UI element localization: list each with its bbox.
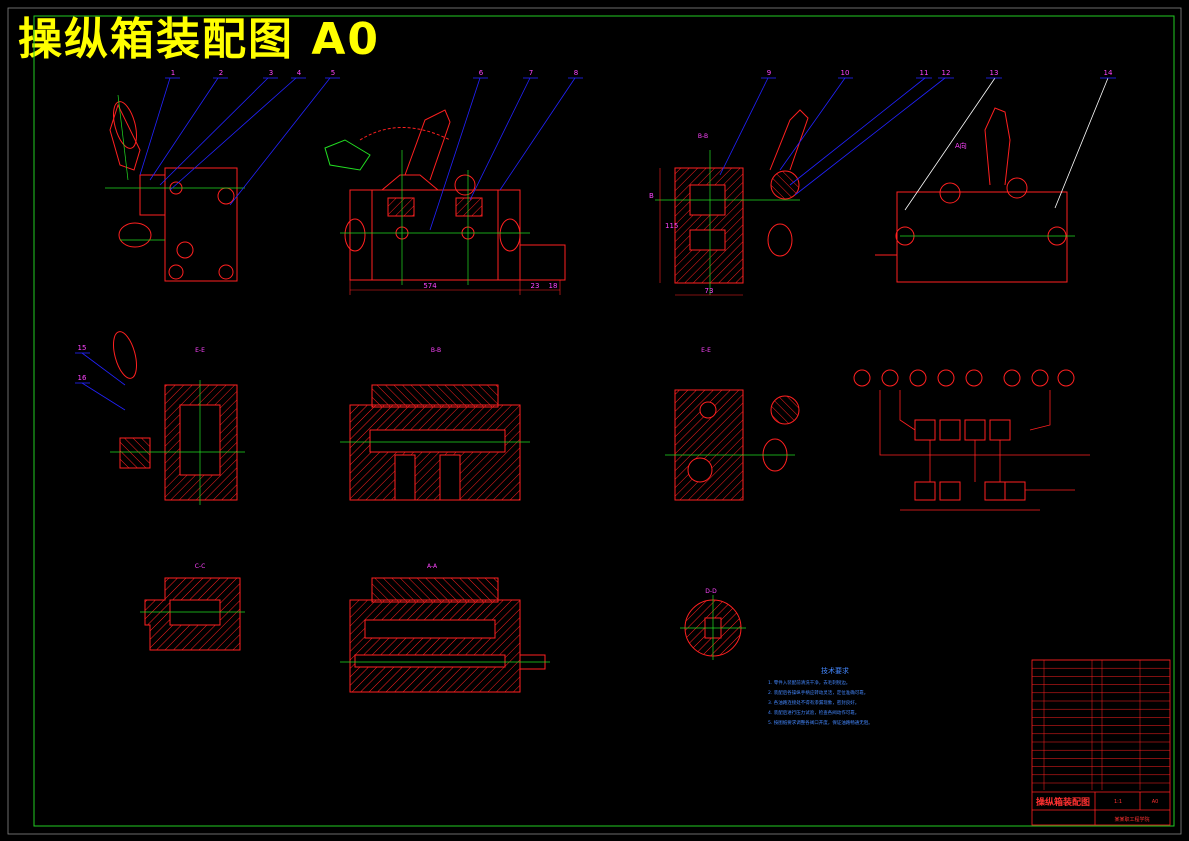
view-marker-a: A向 — [955, 141, 967, 150]
view-section-bb: B-B — [340, 347, 530, 501]
view-top-a: A向 — [875, 107, 1075, 283]
section-label-aa: A-A — [427, 563, 438, 570]
part-number: 8 — [574, 69, 578, 77]
part-number: 11 — [920, 69, 929, 77]
section-label-dd: D-D — [705, 588, 717, 595]
section-label-ee: E-E — [195, 347, 205, 354]
inner-frame — [33, 15, 1175, 827]
part-number: 9 — [767, 69, 771, 77]
part-number: 2 — [219, 69, 223, 77]
section-label-cc: C-C — [195, 563, 206, 570]
outer-frame — [7, 7, 1182, 835]
view-section-dd: D-D — [680, 588, 746, 660]
part-number: 15 — [78, 344, 87, 352]
section-label-bb: B-B — [431, 347, 441, 354]
title-block-school: 某某职工程学院 — [1114, 816, 1149, 823]
tech-req-title: 技术要求 — [821, 666, 849, 675]
parts-list-rows — [1032, 659, 1170, 784]
part-number: 3 — [269, 69, 273, 77]
dim-18: 18 — [549, 282, 558, 290]
dim-115: 115 — [665, 222, 678, 230]
title-block-name: 操纵箱装配图 — [1036, 796, 1090, 808]
tech-req-line: 5. 按图纸要求调整各阀口开度，保证油路畅通无阻。 — [768, 719, 873, 726]
part-number: 16 — [78, 374, 87, 382]
view-section-ee: E-E — [110, 331, 245, 505]
tech-req-line: 1. 零件入装配前清洗干净，去毛刺锐边。 — [768, 679, 850, 686]
leaders — [75, 77, 1116, 411]
view-side-1 — [105, 94, 245, 282]
part-number: 13 — [990, 69, 999, 77]
view-front: 574 23 18 — [324, 109, 566, 295]
dim-574: 574 — [423, 282, 437, 290]
tech-req-line: 2. 装配后各操纵手柄应转动灵活，定位准确可靠。 — [768, 689, 868, 696]
part-number: 10 — [841, 69, 850, 77]
part-number-labels: 1 2 3 4 5 6 7 8 9 10 11 12 13 14 15 16 — [78, 69, 1113, 382]
tech-req-line: 4. 装配后进行压力试验，检查各阀动作可靠。 — [768, 709, 859, 716]
part-number: 5 — [331, 69, 335, 77]
section-label-bb-top: B-B — [698, 133, 708, 140]
part-number: 7 — [529, 69, 533, 77]
dim-73: 73 — [705, 287, 714, 295]
section-label-ee2: E-E — [701, 347, 711, 354]
part-number: 6 — [479, 69, 484, 77]
title-block-sheet: A0 — [1152, 799, 1159, 805]
view-section-ee2: E-E — [665, 347, 800, 501]
view-section-bb-top: B-B B 115 73 — [649, 109, 809, 296]
part-number: 4 — [297, 69, 302, 77]
part-number: 1 — [171, 69, 175, 77]
tech-req-line: 3. 各油路连接处不得有渗漏现象，密封良好。 — [768, 699, 859, 706]
part-number: 14 — [1104, 69, 1113, 77]
hydraulic-schematic — [853, 369, 1090, 511]
dim-23: 23 — [531, 282, 540, 290]
drawing-title: 操纵箱装配图 A0 — [18, 14, 380, 65]
view-section-aa: A-A — [340, 563, 550, 693]
technical-requirements: 技术要求 1. 零件入装配前清洗干净，去毛刺锐边。 2. 装配后各操纵手柄应转动… — [768, 666, 873, 726]
title-block: 操纵箱装配图 1:1 A0 某某职工程学院 — [1031, 659, 1171, 826]
view-section-cc: C-C — [140, 563, 245, 651]
side-marker-b: B — [649, 192, 654, 200]
part-number: 12 — [942, 69, 951, 77]
title-block-scale: 1:1 — [1114, 799, 1122, 805]
